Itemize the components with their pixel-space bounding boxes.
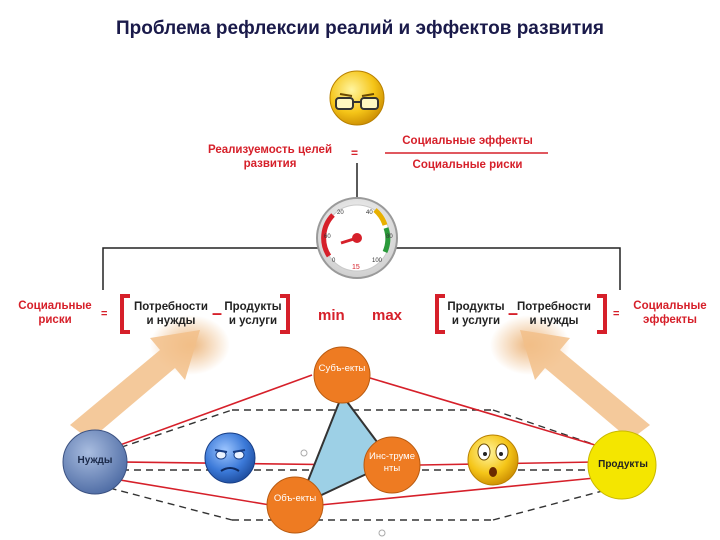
top-formula-numerator: Социальные эффекты [385, 134, 550, 148]
right-formula-term2: Потребности и нужды [513, 300, 595, 328]
top-formula-denominator: Социальные риски [385, 158, 550, 172]
gauge-tick-40: 40 [366, 210, 373, 216]
right-formula-equals: = [613, 308, 619, 320]
objects-label: Объ-екты [269, 493, 321, 505]
gauge-tick-80: 80 [386, 234, 393, 240]
top-formula-left: Реализуемость целей развития [195, 143, 345, 171]
surprised-smiley-icon [468, 435, 518, 485]
instruments-label: Инс-труме нты [368, 451, 416, 475]
subjects-label: Субъ-екты [316, 363, 368, 375]
needs-label: Нужды [65, 455, 125, 466]
right-formula-label: Социальные эффекты [625, 299, 715, 327]
left-formula-label: Социальные риски [10, 299, 100, 327]
right-formula-term1: Продукты и услуги [445, 300, 507, 328]
sad-smiley-icon [205, 433, 255, 483]
left-formula-goal: min [318, 307, 345, 324]
products-label: Продукты [590, 459, 656, 470]
smiley-glasses-icon [330, 71, 384, 125]
gauge-reading: 15 [352, 264, 360, 271]
gauge-tick-0: 0 [332, 258, 335, 264]
top-formula-equals: = [351, 146, 358, 160]
left-formula-equals: = [101, 308, 107, 320]
right-arrow [520, 330, 650, 440]
right-formula-goal: max [372, 307, 402, 324]
left-formula-term2: Продукты и услуги [222, 300, 284, 328]
gauge-tick-60: 60 [324, 234, 331, 240]
subjects-node [314, 347, 370, 403]
left-formula-term1: Потребности и нужды [130, 300, 212, 328]
left-formula-minus: – [212, 303, 222, 324]
gauge-tick-100: 100 [372, 258, 382, 264]
objects-node [267, 477, 323, 533]
gauge-tick-20: 20 [337, 210, 344, 216]
